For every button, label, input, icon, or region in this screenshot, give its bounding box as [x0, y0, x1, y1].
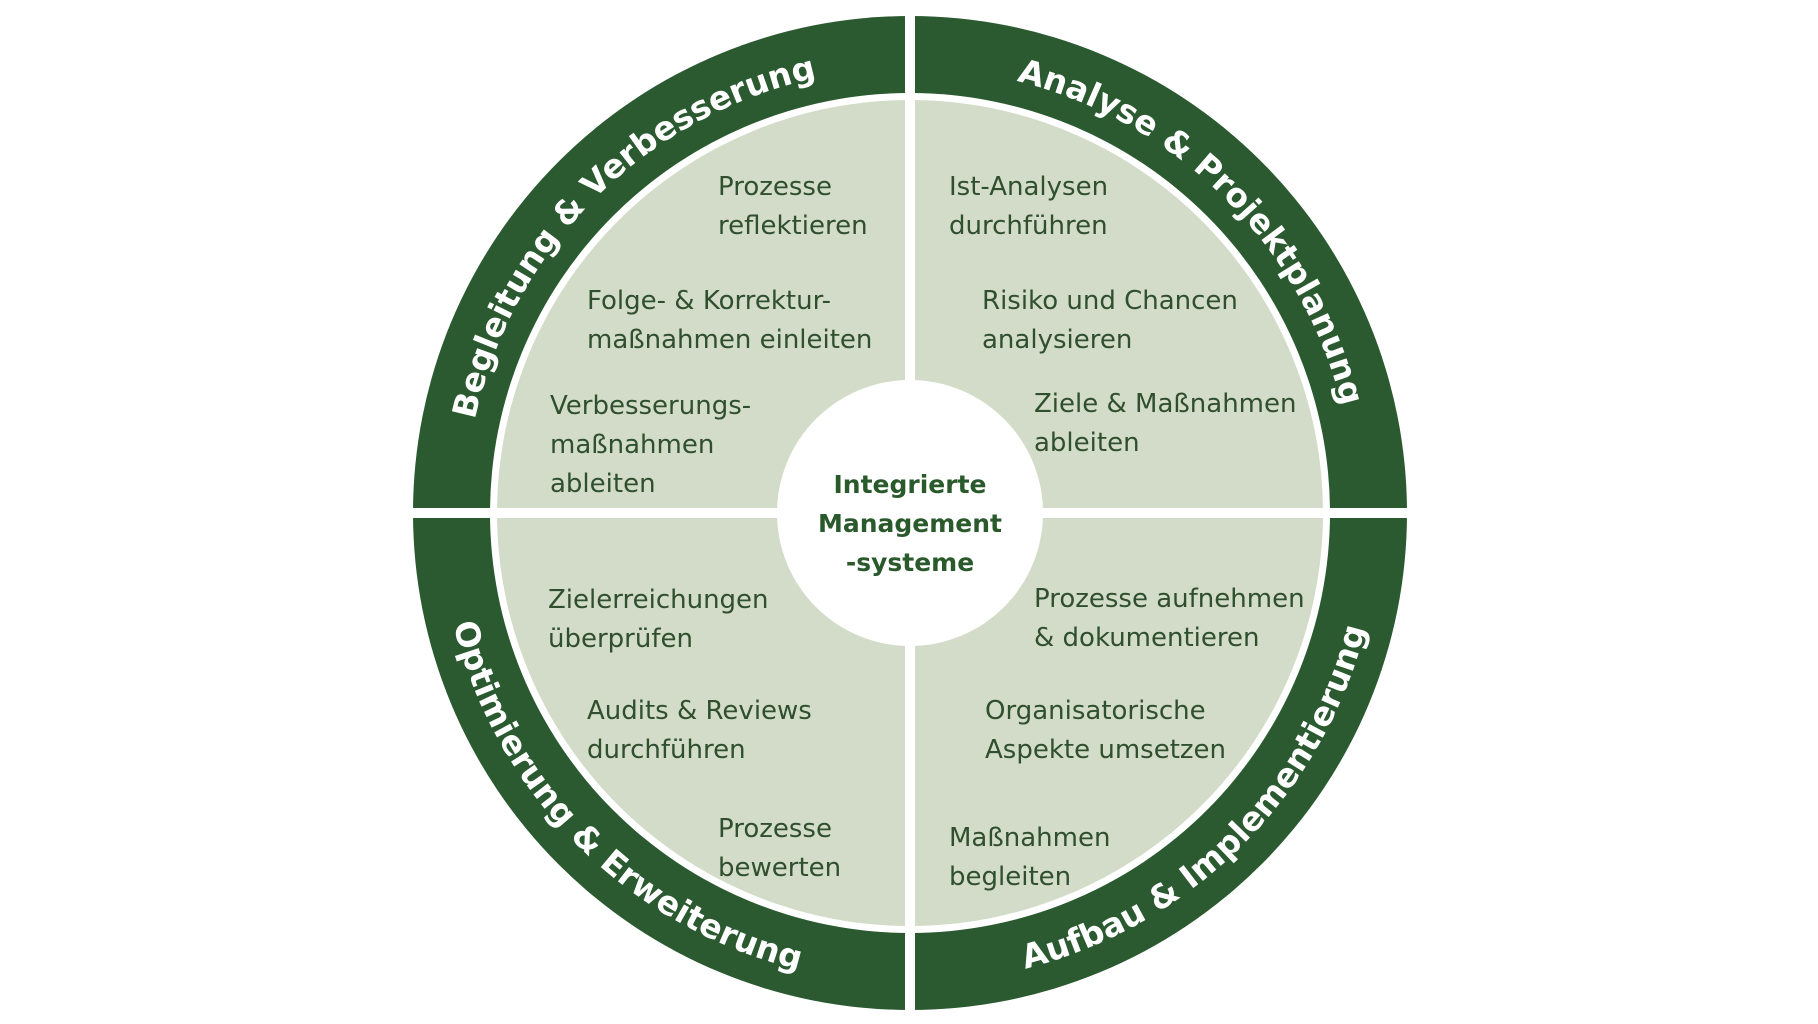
quadrant-item-line: ableiten: [550, 469, 656, 499]
quadrant-item-line: & dokumentieren: [1034, 623, 1260, 653]
quadrant-item-top-left: Prozesse reflektieren: [718, 172, 868, 241]
quadrant-item-top-left: Verbesserungs-maßnahmen ableiten: [550, 391, 751, 499]
quadrant-item-line: analysieren: [982, 325, 1132, 355]
quadrant-item-line: Organisatorische: [985, 696, 1206, 726]
quadrant-item-line: reflektieren: [718, 211, 868, 241]
quadrant-item-line: Prozesse aufnehmen: [1034, 584, 1305, 614]
center-circle: [777, 380, 1043, 646]
quadrant-item-top-right: Risiko und Chancen analysieren: [982, 286, 1238, 355]
quadrant-item-line: durchführen: [949, 211, 1108, 241]
center-title-line: Management: [818, 509, 1002, 538]
quadrant-item-line: Prozesse: [718, 172, 832, 202]
center-title: Integrierte Management -systeme: [818, 470, 1002, 577]
quadrant-item-bottom-left: Audits & Reviews durchführen: [587, 696, 812, 765]
quadrant-item-line: Ziele & Maßnahmen: [1034, 389, 1297, 419]
quadrant-item-line: maßnahmen: [550, 430, 714, 460]
quadrant-item-line: Aspekte umsetzen: [985, 735, 1226, 765]
quadrant-item-line: überprüfen: [548, 624, 693, 654]
quadrant-item-line: Ist-Analysen: [949, 172, 1108, 202]
quadrant-item-line: bewerten: [718, 853, 841, 883]
quadrant-item-bottom-right: Prozesse aufnehmen & dokumentieren: [1034, 584, 1305, 653]
quadrant-item-bottom-right: Maßnahmen begleiten: [949, 823, 1110, 892]
quadrant-item-line: durchführen: [587, 735, 746, 765]
quadrant-item-top-left: Folge- & Korrektur-maßnahmen einleiten: [587, 286, 872, 355]
quadrant-item-bottom-left: Zielerreichungen überprüfen: [548, 585, 769, 654]
quadrant-item-line: Risiko und Chancen: [982, 286, 1238, 316]
quadrant-item-line: ableiten: [1034, 428, 1140, 458]
quadrant-item-line: Verbesserungs-: [550, 391, 751, 421]
quadrant-item-top-right: Ist-Analysen durchführen: [949, 172, 1108, 241]
quadrant-item-line: maßnahmen einleiten: [587, 325, 872, 355]
center-title-line: Integrierte: [834, 470, 987, 499]
quadrant-item-line: Prozesse: [718, 814, 832, 844]
quadrant-item-line: Folge- & Korrektur-: [587, 286, 831, 316]
quadrant-item-line: Audits & Reviews: [587, 696, 812, 726]
quadrant-item-line: begleiten: [949, 862, 1071, 892]
center-title-line: -systeme: [846, 548, 974, 577]
quadrant-item-bottom-left: Prozesse bewerten: [718, 814, 841, 883]
quadrant-item-top-right: Ziele & Maßnahmen ableiten: [1034, 389, 1297, 458]
quadrant-item-line: Maßnahmen: [949, 823, 1110, 853]
quadrant-item-line: Zielerreichungen: [548, 585, 769, 615]
